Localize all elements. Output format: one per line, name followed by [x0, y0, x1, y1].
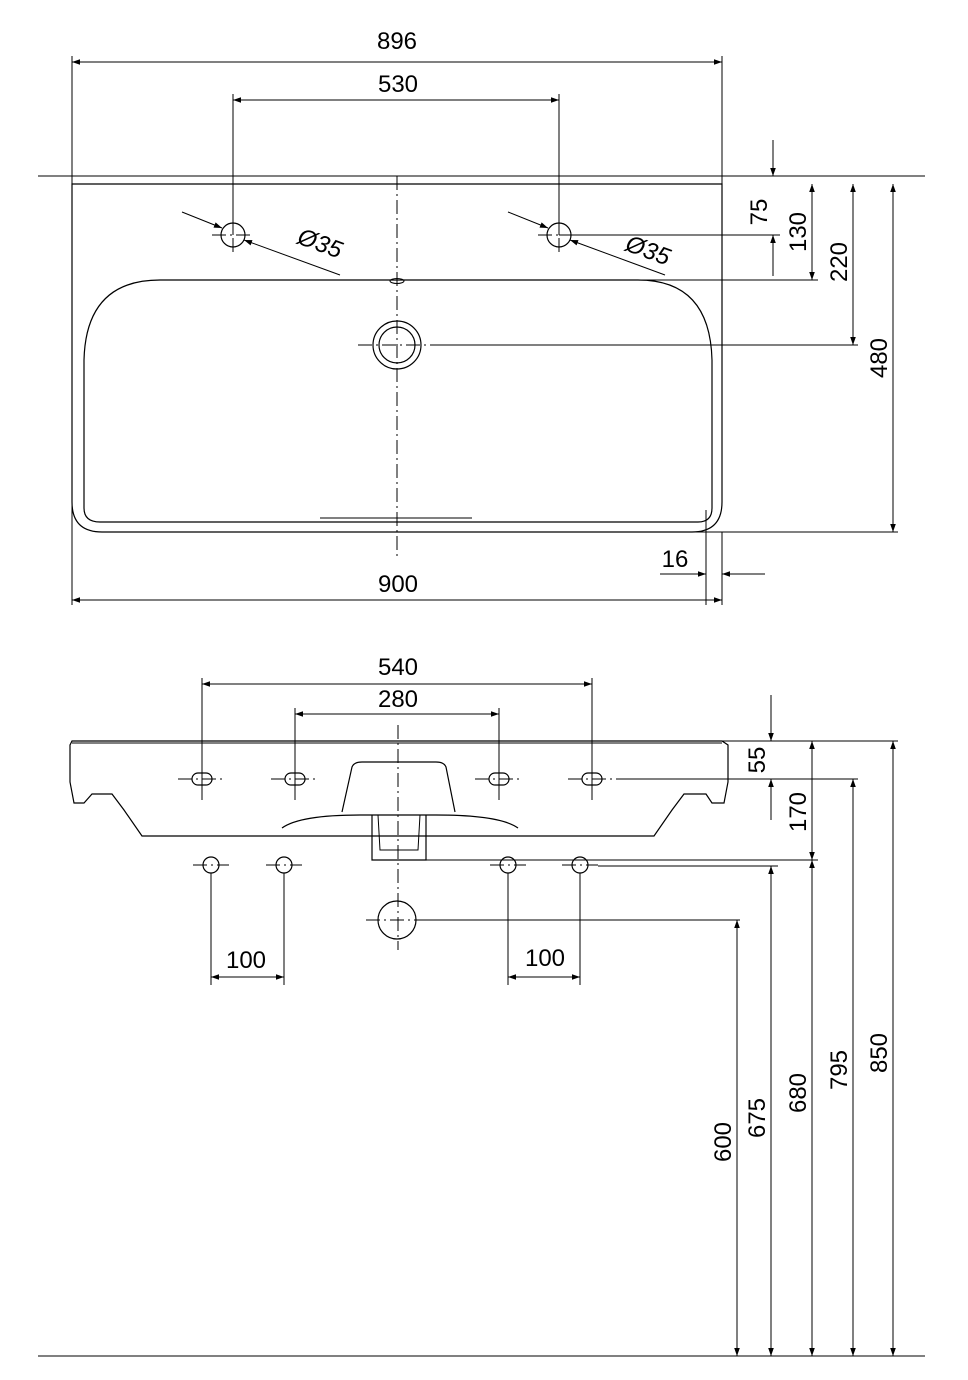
- dim-label-530: 530: [378, 71, 418, 98]
- bowl-section: [341, 761, 456, 813]
- overflow-slot: [389, 278, 405, 284]
- supply-hole-3: [490, 856, 526, 874]
- supply-hole-1: [193, 856, 229, 874]
- dim-label-170: 170: [785, 792, 812, 832]
- dim-label-896: 896: [377, 28, 417, 55]
- diameter-leader-right-a: [507, 211, 549, 229]
- dim-label-55: 55: [744, 747, 771, 774]
- supply-hole-2: [266, 856, 302, 874]
- dim-label-100-right: 100: [525, 945, 565, 972]
- diameter-leader-left-b: [243, 239, 341, 276]
- basin-front-outline: [69, 740, 729, 837]
- dim-label-75: 75: [746, 199, 773, 226]
- diameter-leader-right-b: [569, 239, 666, 276]
- bowl-outline: [83, 279, 713, 523]
- dim-label-675: 675: [744, 1098, 771, 1138]
- waste-outlet: [371, 815, 427, 861]
- dim-label-130: 130: [785, 212, 812, 252]
- dim-label-280: 280: [378, 686, 418, 713]
- dim-label-100-left: 100: [226, 947, 266, 974]
- drain-hole: [358, 320, 436, 370]
- dim-label-220: 220: [826, 242, 853, 282]
- waste-connection: [366, 900, 428, 940]
- diameter-leader-left-a: [181, 211, 223, 229]
- front-view: 540 280 55 170 100 100 600: [38, 654, 925, 1357]
- supply-hole-4: [562, 856, 598, 874]
- dim-label-900: 900: [378, 571, 418, 598]
- top-view: Ø35 Ø35 896 530 75 130 220 480: [38, 28, 925, 605]
- waste-outlet-inner: [377, 814, 421, 851]
- dim-label-480: 480: [866, 338, 893, 378]
- dim-label-540: 540: [378, 654, 418, 681]
- dim-label-795: 795: [826, 1050, 853, 1090]
- bowl-underside: [281, 814, 519, 829]
- dim-label-600: 600: [710, 1122, 737, 1162]
- dim-label-850: 850: [866, 1033, 893, 1073]
- dim-label-16: 16: [662, 546, 689, 573]
- diameter-label-right: Ø35: [621, 230, 674, 271]
- dim-label-680: 680: [785, 1073, 812, 1113]
- diameter-label-left: Ø35: [293, 223, 346, 264]
